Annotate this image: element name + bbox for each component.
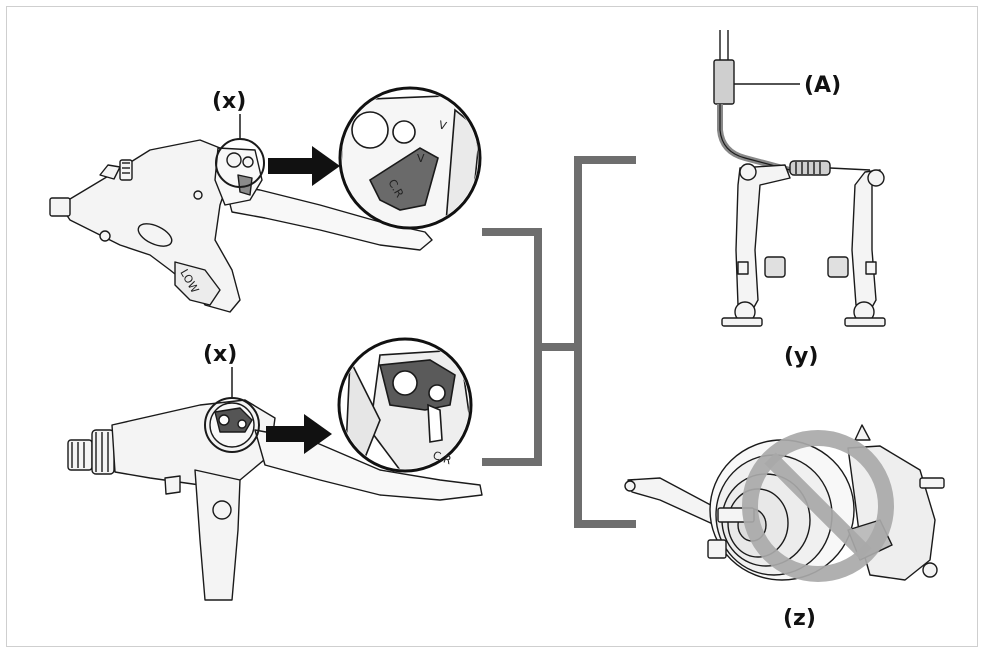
arrow-right-icon — [268, 146, 340, 186]
label-y: (y) — [784, 344, 818, 369]
bracket-icon — [482, 156, 636, 528]
magnifier-circle-icon-bottom — [204, 397, 260, 453]
prohibition-icon — [742, 430, 894, 582]
cable-adjuster-a — [713, 59, 735, 105]
v-brake — [713, 30, 886, 327]
label-x-bottom: (x) — [203, 342, 237, 367]
diagram-frame — [6, 6, 978, 647]
bottom-brake-lever — [67, 399, 483, 601]
zoom-detail-bottom: C.R — [337, 337, 473, 473]
arrow-right-icon-bottom — [266, 414, 332, 454]
label-x-top: (x) — [212, 89, 246, 114]
callout-a: (A) — [734, 73, 841, 98]
callout-x-top: (x) — [212, 89, 265, 188]
top-brake-lever — [49, 139, 433, 313]
cr-marking-bottom: C.R — [431, 449, 453, 468]
magnifier-circle-icon — [215, 138, 265, 188]
callout-x-bottom: (x) — [203, 342, 260, 453]
label-a: (A) — [804, 73, 841, 98]
zoom-detail-top: V V C.R — [338, 86, 482, 230]
label-z: (z) — [783, 606, 816, 631]
v-marking-cam: V — [417, 152, 425, 165]
v-marking-top: V — [437, 118, 448, 133]
